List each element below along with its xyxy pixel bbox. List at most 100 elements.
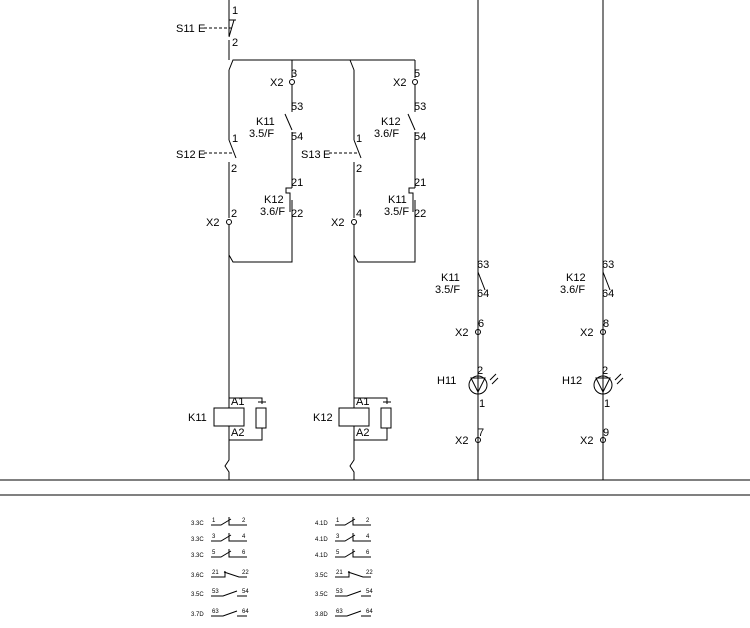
x2-4-number: 4: [356, 208, 362, 220]
contact-ref: 4.1D: [315, 553, 328, 559]
top-bus: [228, 59, 415, 71]
contact-term-a: 1: [336, 518, 340, 524]
s13-term-out: 2: [356, 163, 362, 175]
k11-no-2-ref: 3.5/F: [435, 284, 460, 296]
s12-actuator: E: [198, 149, 205, 161]
k12-no-contact-63-64[interactable]: 63 64 K12 3.6/F: [560, 259, 614, 300]
h12-lamp[interactable]: 2 1 H12: [562, 365, 624, 410]
s13-tag: S13: [301, 149, 321, 161]
no-contact-symbol: [335, 610, 371, 617]
k12-nc-contact-21-22[interactable]: 21 22 K12 3.6/F: [260, 177, 303, 262]
x2-label: X2: [455, 327, 468, 339]
s13-term-in: 1: [356, 133, 362, 145]
k12-coil[interactable]: A1 A2 K12: [313, 396, 392, 441]
k12-no-2-t-in: 63: [602, 259, 614, 271]
contact-term-b: 6: [366, 550, 370, 556]
k12-no-1-tag: K12: [381, 116, 401, 128]
k11-coil-a1: A1: [231, 396, 244, 408]
contact-term-b: 64: [242, 609, 249, 615]
x2-label: X2: [331, 217, 344, 229]
k11-coil-a2: A2: [231, 427, 244, 439]
contact-term-a: 21: [212, 570, 219, 576]
main-contact-symbol: [211, 549, 247, 558]
x2-6-number: 6: [478, 318, 484, 330]
s11-term-in: 1: [232, 5, 238, 17]
k11-no-1-t-out: 54: [291, 131, 303, 143]
k12-nc-t-in: 21: [291, 177, 303, 189]
contact-ref: 3.5C: [315, 592, 328, 598]
k11-no-2-t-out: 64: [477, 288, 489, 300]
k12-no-contact-53-54[interactable]: 53 54 K12 3.6/F: [374, 101, 426, 180]
s12-term-in: 1: [232, 133, 238, 145]
k12-no-1-ref: 3.6/F: [374, 128, 399, 140]
s12-switch[interactable]: 1 2 S12 E: [176, 133, 238, 218]
contact-term-a: 3: [336, 534, 340, 540]
contact-ref: 4.1D: [315, 537, 328, 543]
contact-ref: 3.8D: [315, 612, 328, 618]
x2-terminal-7: [475, 437, 481, 443]
x2-terminal-2: [226, 219, 232, 225]
contact-ref: 3.5C: [315, 573, 328, 579]
h12-tag: H12: [562, 375, 582, 387]
s13-switch[interactable]: 1 2 S13 E: [301, 133, 362, 218]
x2-label: X2: [455, 435, 468, 447]
s13-actuator: E: [323, 149, 330, 161]
k12-no-1-t-out: 54: [414, 131, 426, 143]
k11-coil[interactable]: A1 A2 K11: [188, 396, 267, 441]
k11-no-contact-53-54[interactable]: 53 54 K11 3.5/F: [249, 101, 303, 180]
x2-label: X2: [580, 327, 593, 339]
x2-terminal-4: [351, 219, 357, 225]
contact-term-a: 21: [336, 570, 343, 576]
h11-lamp[interactable]: 2 1 H11: [437, 365, 499, 410]
s11-term-out: 2: [232, 37, 238, 49]
no-contact-symbol: [211, 610, 247, 617]
k12-coil-a1: A1: [356, 396, 369, 408]
x2-terminal-3: [289, 79, 295, 85]
contact-term-b: 4: [242, 534, 246, 540]
k11-nc-contact-21-22[interactable]: 21 22 K11 3.5/F: [384, 177, 426, 262]
k11-nc-tag: K11: [388, 194, 407, 206]
x2-label: X2: [206, 217, 219, 229]
contact-term-a: 5: [212, 550, 216, 556]
contact-term-a: 1: [212, 518, 216, 524]
h11-term-1: 2: [477, 365, 483, 377]
k12-nc-t-out: 22: [291, 208, 303, 220]
contact-term-a: 5: [336, 550, 340, 556]
s11-tag: S11: [176, 23, 195, 35]
s12-tag: S12: [176, 149, 196, 161]
no-contact-symbol: [335, 590, 371, 597]
no-contact-symbol: [211, 590, 247, 597]
s11-switch[interactable]: 1 2 S11 E: [176, 0, 238, 60]
contact-ref: 3.3C: [191, 553, 204, 559]
k11-no-1-ref: 3.5/F: [249, 128, 274, 140]
x2-terminal-6: [475, 329, 481, 335]
contact-term-a: 53: [336, 589, 343, 595]
contact-term-a: 53: [212, 589, 219, 595]
contact-term-b: 2: [366, 518, 370, 524]
main-contact-symbol: [211, 517, 247, 526]
nc-contact-symbol: [335, 571, 371, 578]
k11-no-2-t-in: 63: [477, 259, 489, 271]
x2-terminal-5: [412, 79, 418, 85]
contact-term-a: 63: [336, 609, 343, 615]
k11-nc-t-out: 22: [414, 208, 426, 220]
contact-ref: 3.3C: [191, 521, 204, 527]
k11-no-contact-63-64[interactable]: 63 64 K11 3.5/F: [435, 259, 489, 300]
k12-coil-return: [349, 440, 355, 480]
h12-term-2: 1: [604, 398, 610, 410]
nc-contact-symbol: [211, 571, 247, 578]
contact-ref: 3.7D: [191, 612, 204, 618]
x2-label: X2: [580, 435, 593, 447]
contact-term-b: 22: [242, 570, 249, 576]
x2-terminal-8: [600, 329, 606, 335]
main-contact-symbol: [335, 533, 371, 542]
k11-no-1-tag: K11: [256, 116, 275, 128]
